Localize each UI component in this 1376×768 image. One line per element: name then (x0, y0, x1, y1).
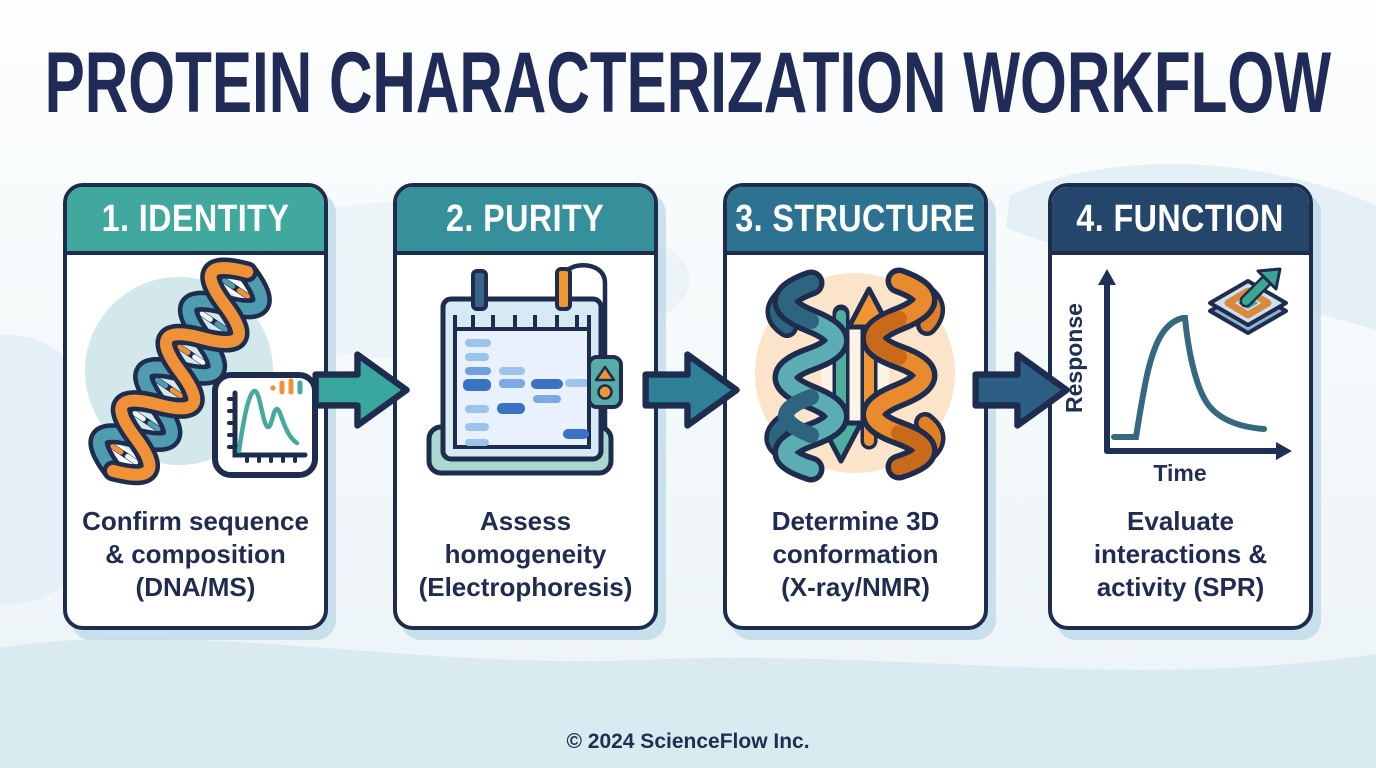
chip-orange-ring (1224, 287, 1272, 319)
step-header-label: 4. FUNCTION (1076, 197, 1285, 240)
dna-icon (88, 257, 272, 486)
dna-chromatogram-icon (85, 257, 318, 486)
x-axis-arrowhead (1276, 442, 1292, 460)
sensor-chip-icon (1208, 267, 1288, 335)
step-header-function: 4. FUNCTION (1052, 187, 1309, 255)
step-header-label: 2. PURITY (446, 197, 605, 240)
step-caption-structure: Determine 3D conformation (X-ray/NMR) (771, 505, 940, 602)
step-header-label: 3. STRUCTURE (735, 197, 976, 240)
chip-arrow (1239, 267, 1282, 308)
chromatogram-ticks (227, 397, 297, 463)
spr-response-curve (1111, 315, 1267, 440)
spr-sensorgram-icon: Response Time (1061, 267, 1292, 486)
flow-arrow-icon (642, 351, 740, 429)
step-header-identity: 1. IDENTITY (67, 187, 324, 255)
gel-electrophoresis-icon (426, 263, 623, 476)
step-header-label: 1. IDENTITY (101, 197, 290, 240)
step-card-identity: 1. IDENTITY (63, 183, 328, 630)
step-body-function: Response Time Evaluate interactions & ac… (1052, 255, 1309, 626)
footer-copyright: © 2024 ScienceFlow Inc. (566, 730, 810, 753)
gel-bands (463, 339, 589, 446)
x-axis-label: Time (1153, 460, 1206, 486)
flow-arrow-icon (312, 351, 410, 429)
step-caption-function: Evaluate interactions & activity (SPR) (1093, 505, 1268, 602)
alpha-helix-orange (860, 267, 938, 481)
step-card-structure: 3. STRUCTURE (723, 183, 988, 630)
power-control (587, 355, 623, 409)
step-caption-identity: Confirm sequence & composition (DNA/MS) (82, 505, 309, 602)
step-caption-purity: Assess homogeneity (Electrophoresis) (418, 505, 633, 602)
step-card-function: 4. FUNCTION Response Time (1048, 183, 1313, 630)
step-header-purity: 2. PURITY (397, 187, 654, 255)
chromatogram-marks (270, 378, 303, 395)
electrode-positive (555, 267, 572, 311)
background-wave-bottom (0, 638, 1376, 768)
power-indicator (597, 384, 613, 400)
y-axis-arrowhead (1098, 269, 1116, 285)
power-up-arrow (594, 365, 616, 382)
spr-axes (1104, 280, 1281, 454)
step-card-purity: 2. PURITY (393, 183, 658, 630)
flow-arrow-icon (972, 351, 1070, 429)
step-header-structure: 3. STRUCTURE (727, 187, 984, 255)
electrode-negative (471, 269, 488, 311)
step-body-identity: Confirm sequence & composition (DNA/MS) (67, 255, 324, 626)
protein-structure-icon (755, 267, 955, 483)
step-body-structure: Determine 3D conformation (X-ray/NMR) (727, 255, 984, 626)
step-body-purity: Assess homogeneity (Electrophoresis) (397, 255, 654, 626)
chromatogram-icon (212, 372, 318, 478)
page-title: PROTEIN CHARACTERIZATION WORKFLOW (44, 35, 1332, 131)
alpha-helix-teal (772, 269, 850, 483)
chromatogram-curve (236, 388, 300, 454)
